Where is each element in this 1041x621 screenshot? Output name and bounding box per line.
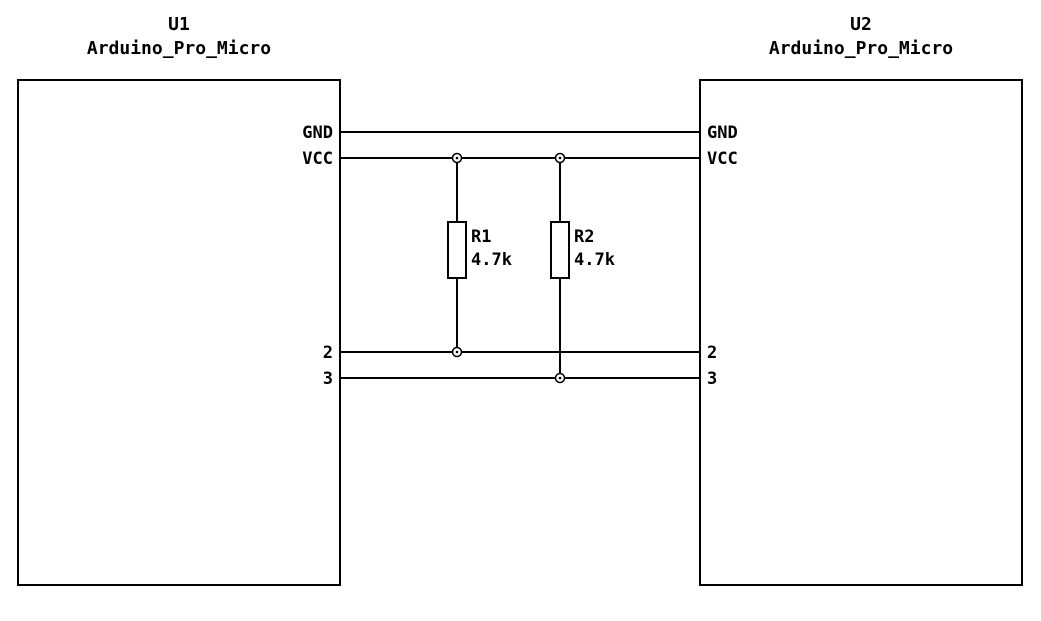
resistor-ref: R2 [574, 227, 594, 247]
pin-label-U1-VCC: VCC [302, 149, 333, 169]
resistor-body-R1 [447, 221, 467, 279]
resistor-value: 4.7k [574, 250, 615, 270]
pin-label-U1-2: 2 [323, 343, 333, 363]
component-ref: U2 [850, 14, 872, 35]
pin-label-U1-GND: GND [302, 123, 333, 143]
component-value: Arduino_Pro_Micro [87, 38, 271, 59]
pin-label-U1-3: 3 [323, 369, 333, 389]
junction-dot [558, 156, 562, 160]
pin-label-U2-3: 3 [707, 369, 717, 389]
resistor-body-R2 [550, 221, 570, 279]
pin-label-U2-GND: GND [707, 123, 738, 143]
junction-dot [455, 156, 459, 160]
pin-label-U2-2: 2 [707, 343, 717, 363]
junction-dot [558, 376, 562, 380]
resistor-ref: R1 [471, 227, 491, 247]
component-body-U1 [17, 79, 341, 586]
junction-dot [455, 350, 459, 354]
component-value: Arduino_Pro_Micro [769, 38, 953, 59]
resistor-value: 4.7k [471, 250, 512, 270]
component-body-U2 [699, 79, 1023, 586]
pin-label-U2-VCC: VCC [707, 149, 738, 169]
component-ref: U1 [168, 14, 190, 35]
